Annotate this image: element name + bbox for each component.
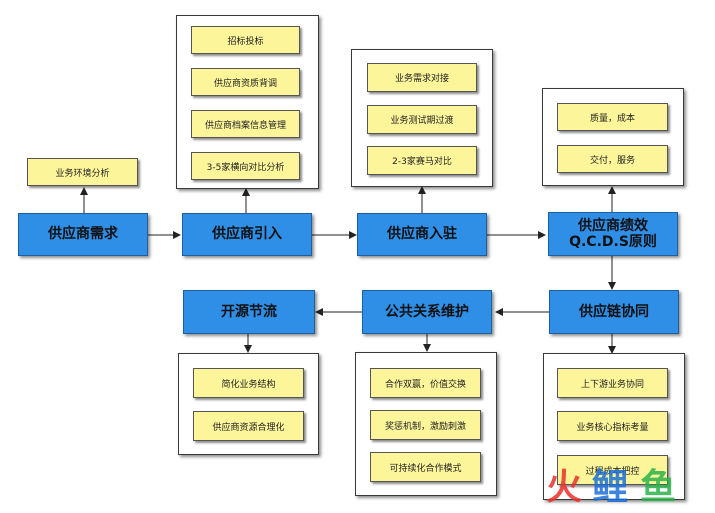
node-supply-chain-collaboration: 供应链协同 (549, 290, 679, 334)
item-introduction-3: 供应商档案信息管理 (191, 110, 300, 138)
item-collaboration-1: 上下游业务协同 (557, 368, 668, 398)
item-cost-saving-2: 供应商资源合理化 (193, 411, 304, 441)
svg-text:鲤: 鲤 (592, 467, 628, 507)
node-cost-saving: 开源节流 (183, 290, 315, 334)
svg-text:鱼: 鱼 (640, 467, 676, 507)
item-introduction-1: 招标投标 (191, 26, 300, 54)
item-collaboration-2: 业务核心指标考量 (557, 411, 668, 441)
node-supplier-performance: 供应商绩效 Q.C.D.S原则 (548, 212, 678, 256)
node-supplier-demand: 供应商需求 (18, 213, 148, 256)
item-onboarding-1: 业务需求对接 (367, 63, 477, 92)
watermark-logo: 火 鲤 鱼 (546, 467, 676, 507)
performance-title: 供应商绩效 (578, 217, 648, 234)
item-cost-saving-1: 简化业务结构 (193, 368, 304, 398)
item-onboarding-3: 2-3家赛马对比 (367, 146, 477, 175)
performance-principle: Q.C.D.S原则 (569, 234, 657, 250)
node-public-relations: 公共关系维护 (362, 290, 492, 334)
node-supplier-introduction: 供应商引入 (182, 213, 312, 256)
item-demand-1: 业务环境分析 (27, 158, 138, 186)
item-public-relations-2: 奖惩机制，激励刺激 (370, 410, 481, 440)
item-onboarding-2: 业务测试期过渡 (367, 105, 477, 134)
svg-text:火: 火 (546, 467, 582, 507)
item-public-relations-1: 合作双赢，价值交换 (370, 368, 481, 398)
item-performance-1: 质量，成本 (557, 103, 668, 131)
item-introduction-2: 供应商资质背调 (191, 68, 300, 96)
item-performance-2: 交付，服务 (557, 145, 668, 173)
item-public-relations-3: 可持续化合作模式 (370, 452, 481, 482)
item-introduction-4: 3-5家横向对比分析 (191, 152, 300, 180)
item-collaboration-3: 过程成本把控 (557, 455, 668, 485)
node-supplier-onboarding: 供应商入驻 (357, 213, 487, 256)
